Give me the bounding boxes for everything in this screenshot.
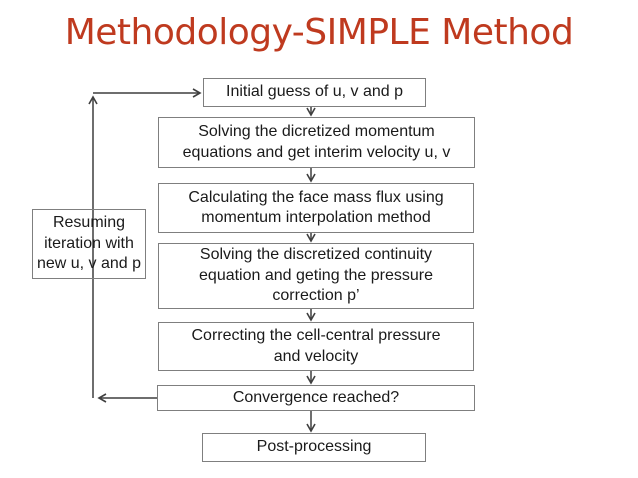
flow-step-label: Initial guess of u, v and p xyxy=(226,83,403,101)
flow-step-label: Calculating the face mass flux using mom… xyxy=(188,188,444,226)
flow-step-label: Correcting the cell-central pressure and… xyxy=(191,327,441,365)
flow-step-label: Solving the discretized continuity equat… xyxy=(199,246,433,305)
flow-step-label: Solving the dicretized momentum equation… xyxy=(182,123,451,161)
flow-step-post-processing: Post-processing xyxy=(202,433,426,462)
slide-title: Methodology-SIMPLE Method xyxy=(64,12,574,53)
flow-step-face-mass-flux: Calculating the face mass flux using mom… xyxy=(158,183,474,233)
loop-note-label: Resuming iteration with new u, v and p xyxy=(36,214,142,273)
loop-note-box: Resuming iteration with new u, v and p xyxy=(32,209,146,279)
flow-step-momentum-equations: Solving the dicretized momentum equation… xyxy=(158,117,475,168)
flow-step-label: Convergence reached? xyxy=(232,388,400,406)
flow-step-initial-guess: Initial guess of u, v and p xyxy=(203,78,426,107)
flow-step-correct-pressure-velocity: Correcting the cell-central pressure and… xyxy=(158,322,474,371)
flow-step-convergence-check: Convergence reached? xyxy=(157,385,475,411)
flow-step-label: Post-processing xyxy=(256,438,372,456)
flow-step-continuity-equation: Solving the discretized continuity equat… xyxy=(158,243,474,309)
